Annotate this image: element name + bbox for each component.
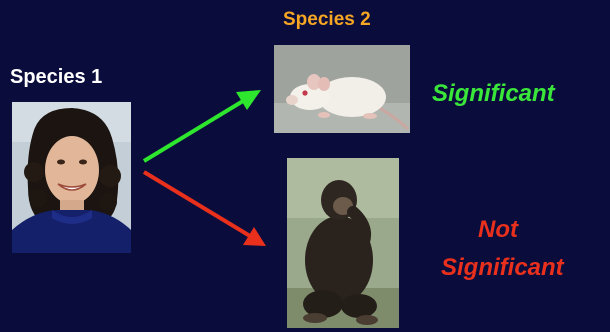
red-arrow	[144, 172, 266, 246]
green-arrow	[144, 90, 261, 161]
significant-label: Significant	[432, 80, 555, 108]
not-significant-label-line1: Not	[478, 216, 518, 244]
not-significant-label-line2: Significant	[441, 254, 564, 282]
